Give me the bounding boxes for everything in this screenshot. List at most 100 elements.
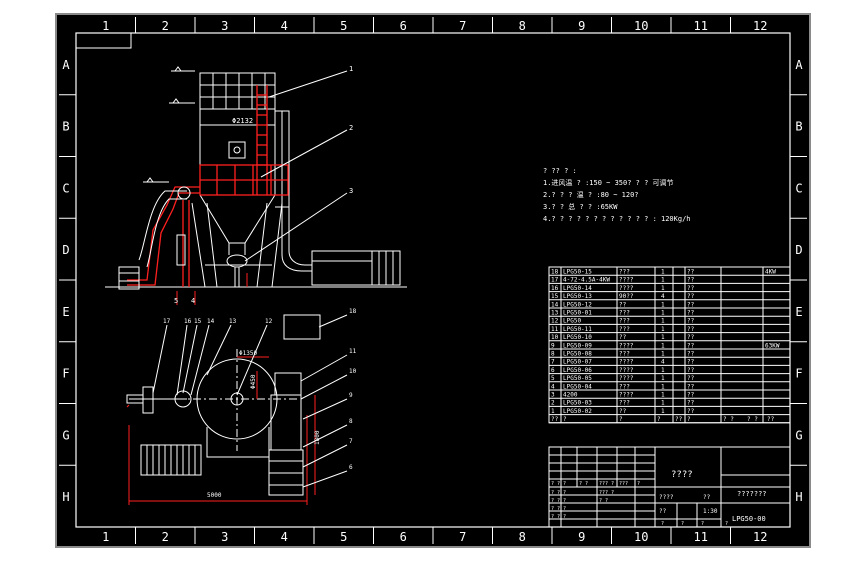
- tb-sign: ?: [563, 498, 566, 504]
- callout-1: 1: [349, 65, 353, 73]
- bom-qty: 1: [661, 310, 665, 317]
- grid-col-bottom-2: 2: [162, 530, 169, 544]
- bom-no: 10: [551, 334, 559, 341]
- elevation-leaders: [244, 70, 348, 262]
- bom-code: LPG50-05: [563, 375, 592, 382]
- tb-sign: ? ?: [599, 498, 608, 504]
- bom-name: 90??: [619, 293, 634, 300]
- bom-mat: ??: [687, 269, 695, 276]
- bom-qty: 1: [661, 383, 665, 390]
- grid-col-top-5: 5: [340, 19, 347, 33]
- grid-row-left-B: B: [62, 120, 69, 134]
- grid-col-top-10: 10: [634, 19, 648, 33]
- bom-no: 18: [551, 269, 559, 276]
- grid-col-top-8: 8: [519, 19, 526, 33]
- tb-bottom: ?: [681, 521, 684, 527]
- bom-no: 5: [551, 375, 555, 382]
- bom-header: ??: [551, 416, 559, 423]
- bom-name: ????: [619, 392, 634, 399]
- callout-3: 3: [349, 187, 353, 195]
- grid-row-right-F: F: [795, 367, 802, 381]
- bom-name: ????: [619, 367, 634, 374]
- bom-name: ????: [619, 342, 634, 349]
- tb-sign: ? ?: [551, 490, 560, 496]
- plan-dimensions: [126, 356, 316, 505]
- grid-col-top-2: 2: [162, 19, 169, 33]
- bom-header: ??: [767, 416, 775, 423]
- bom-header: ?: [657, 416, 661, 423]
- bom-qty: 1: [661, 375, 665, 382]
- plan-leaders: [152, 314, 348, 488]
- plan-callout-17: 17: [163, 318, 171, 325]
- tb-sign: ??? ?: [599, 490, 614, 496]
- dim-plan-length: 5000: [207, 492, 222, 499]
- bom-mat: ??: [687, 351, 695, 358]
- bom-mat: ??: [687, 408, 695, 415]
- tech-line-3: 3.? ? 总 ? ? :65KW: [543, 202, 618, 211]
- bom-qty: 1: [661, 318, 665, 325]
- bom-no: 13: [551, 310, 559, 317]
- bom-name: ??: [619, 334, 627, 341]
- bom-header: ?: [619, 416, 623, 423]
- elevation-callouts: 123: [349, 65, 353, 195]
- bom-code: LPG50-09: [563, 342, 592, 349]
- bom-qty: 1: [661, 326, 665, 333]
- grid-row-right-D: D: [795, 243, 802, 257]
- bom-no: 11: [551, 326, 559, 333]
- dim-plan-a: Φ1350: [239, 350, 257, 357]
- plan-callout-18: 18: [349, 308, 357, 315]
- grid-col-top-11: 11: [694, 19, 708, 33]
- plan-callout-6: 6: [349, 464, 353, 471]
- grid-row-left-G: G: [62, 428, 69, 442]
- title-block-text: ? ??? ???? ?????? ????? ?? ??? ?? ??? ??…: [551, 481, 728, 527]
- dim-top-width: Φ2132: [232, 117, 253, 125]
- grid-col-bottom-11: 11: [694, 530, 708, 544]
- bom-mat: ??: [687, 318, 695, 325]
- bom-code: LPG50-10: [563, 334, 592, 341]
- bom-no: 4: [551, 383, 555, 390]
- bom-no: 7: [551, 359, 555, 366]
- bom-no: 8: [551, 351, 555, 358]
- tb-bottom: ?: [661, 521, 664, 527]
- bom-no: 16: [551, 285, 559, 292]
- bom-qty: 1: [661, 351, 665, 358]
- bom-qty: 1: [661, 342, 665, 349]
- bom-qty: 4: [661, 359, 665, 366]
- grid-row-left-D: D: [62, 243, 69, 257]
- grid-row-left-H: H: [62, 490, 69, 504]
- grid-row-right-A: A: [795, 58, 803, 72]
- grid-col-bottom-7: 7: [459, 530, 466, 544]
- grid-col-top-1: 1: [102, 19, 109, 33]
- plan-view: [126, 314, 348, 505]
- bom-header: ??: [675, 416, 683, 423]
- tb-sign: ? ?: [551, 506, 560, 512]
- floor-marks: [176, 273, 248, 305]
- elevation-view: [105, 66, 407, 305]
- level-mark-top: [171, 66, 195, 72]
- plan-callout-10: 10: [349, 368, 357, 375]
- drawing-number: LPG50-00: [732, 515, 766, 523]
- bom-no: 14: [551, 301, 559, 308]
- bom-no: 1: [551, 408, 555, 415]
- bom-mat: ??: [687, 285, 695, 292]
- drying-chamber: [191, 108, 290, 288]
- bom-no: 12: [551, 318, 559, 325]
- plan-callout-12: 12: [265, 318, 273, 325]
- grid-col-top-7: 7: [459, 19, 466, 33]
- bom-mat: ??: [687, 367, 695, 374]
- bom-qty: 1: [661, 400, 665, 407]
- bom-code: LPG50-02: [563, 408, 592, 415]
- bom-note: 63KW: [765, 342, 780, 349]
- plan-callout-9: 9: [349, 392, 353, 399]
- bom-code: LPG50-13: [563, 293, 592, 300]
- tech-heading: ? ?? ? :: [543, 167, 577, 175]
- tech-requirements: ? ?? ? : 1.进风温 ? :150 ~ 350? ? ? 可调节 2.?…: [543, 167, 691, 223]
- bom-name: ???: [619, 310, 630, 317]
- tb-rev: ??? ?: [599, 481, 614, 487]
